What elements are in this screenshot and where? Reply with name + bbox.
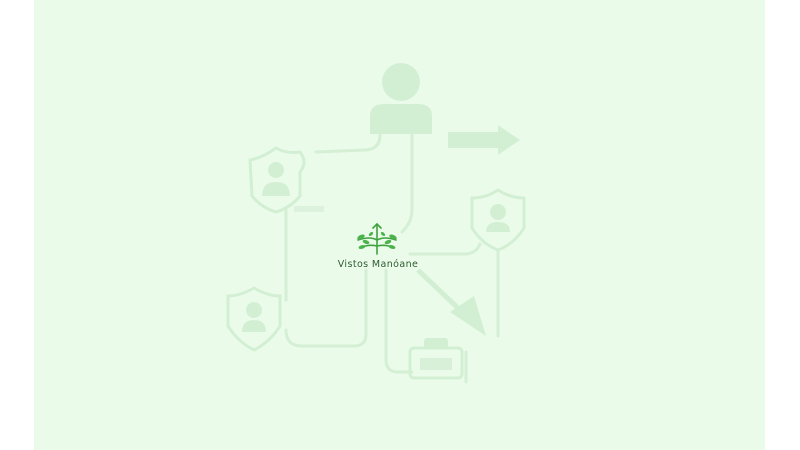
user-shield-icon <box>226 286 282 352</box>
splash-screen: Vistos Manóane <box>34 0 765 450</box>
user-shield-icon <box>248 146 324 214</box>
arrow-right-icon <box>448 125 520 155</box>
brand-name: Vistos Manóane <box>337 259 419 270</box>
connector-lines <box>284 128 500 384</box>
leaf-logo-icon <box>357 222 397 255</box>
user-shield-icon <box>470 188 526 252</box>
arrow-down-right-icon <box>416 268 486 336</box>
background-illustration <box>226 63 526 384</box>
user-icon <box>370 63 432 134</box>
document-icon <box>408 338 464 380</box>
